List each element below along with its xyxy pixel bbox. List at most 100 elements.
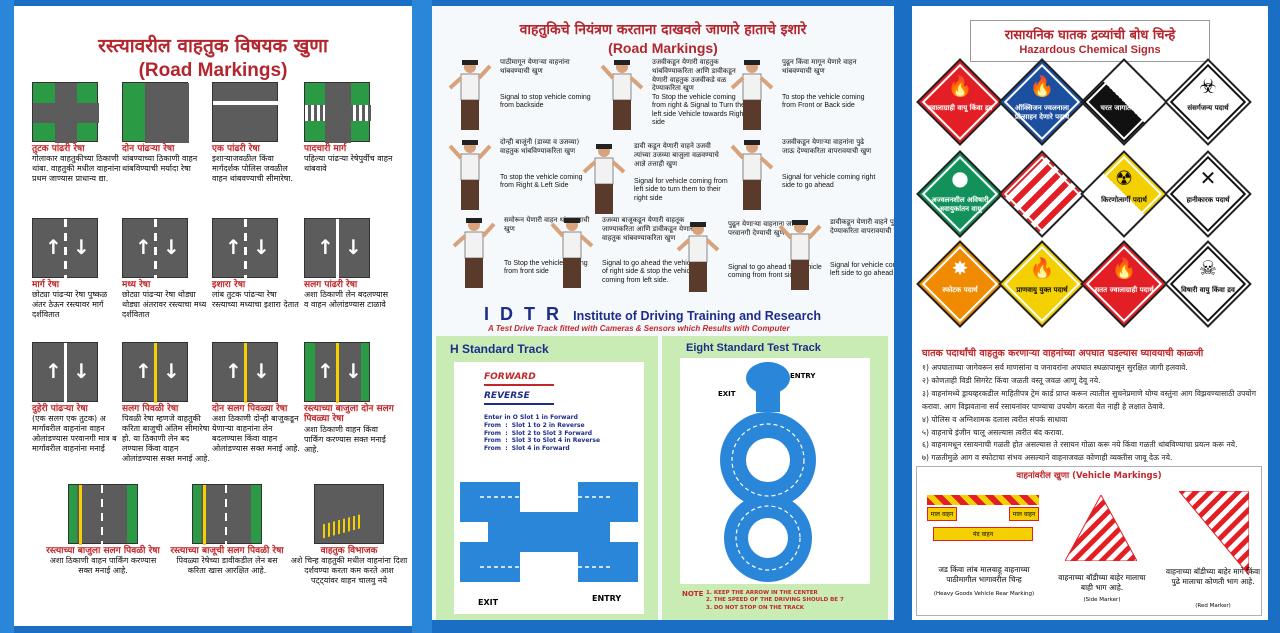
road-marking-illustration bbox=[192, 484, 262, 545]
hand-signal-item: डावी कडून येणारी वाहने उजवी त्यांच्या उज… bbox=[582, 142, 732, 218]
hazard-sign: 🔥ज्वालाग्राही वायू किंवा द्रव bbox=[916, 58, 1004, 146]
hazard-symbol-icon: 🔥 bbox=[1029, 74, 1055, 98]
poster-title-hindi: रस्त्यावरील वाहतुक विषयक खुणा bbox=[98, 35, 328, 57]
hazard-sign-label: प्राणवायु युक्त पदार्थ bbox=[1016, 286, 1068, 294]
hand-signal-item: समोरून येणारी वाहन थांबवण्याची खुण To Sto… bbox=[452, 216, 589, 292]
idtr-banner: I D T R Institute of Driving Training an… bbox=[484, 304, 884, 325]
road-marking-description: इशाऱ्याजवळील किंवा मार्गदर्शक पोलिस जवळी… bbox=[212, 154, 294, 184]
road-marking-illustration: ↑↓ bbox=[304, 218, 370, 279]
road-marking-item: दोन पांढऱ्या रेषाथांबण्याच्या ठिकाणी वाह… bbox=[122, 82, 212, 174]
hazard-symbol-icon: 🔥 bbox=[1111, 256, 1137, 280]
eight-track-title: Eight Standard Test Track bbox=[686, 342, 821, 354]
road-marking-description: अशा ठिकाणी दोन्ही बाजुकडून येणाऱ्या वाहन… bbox=[212, 414, 300, 454]
hazard-diamond bbox=[998, 150, 1086, 238]
poster-title-hindi: रासायनिक घातक द्रव्यांची बोध चिन्हे bbox=[1004, 28, 1176, 43]
road-marking-item: ↑↓सलग पांढरी रेषाअशा ठिकाणी लेन बदलण्यास… bbox=[304, 218, 394, 310]
road-marking-caption: एक पांढरी रेषा bbox=[212, 144, 260, 154]
hand-signal-text-hindi: डावीकडून येणारी वाहने पुढे जाऊ देण्याकरि… bbox=[830, 218, 894, 235]
road-marking-illustration bbox=[304, 82, 371, 143]
h-track-instruction-line: Enter in O Slot 1 in Forward bbox=[484, 414, 578, 421]
hazard-sign-label: ऑक्सिजन ज्वलनाला प्रोत्साहन देणारे पदार्… bbox=[1014, 104, 1070, 121]
hazard-sign: 🔥 ऑक्सिजन ज्वलनाला प्रोत्साहन देणारे पदार… bbox=[998, 58, 1086, 146]
road-marking-illustration bbox=[314, 484, 384, 544]
traffic-police-figure bbox=[730, 60, 774, 130]
road-marking-caption: रस्त्याच्या बाजूची सलग पिवळी रेषा bbox=[170, 546, 284, 556]
care-point: ५) वाहनाचे इंजीन चालू असल्यास त्वरीत बंद… bbox=[922, 427, 1064, 437]
hand-signals-poster: वाहतुकिचे नियंत्रण करताना दाखवले जाणारे … bbox=[432, 6, 894, 620]
road-marking-description: अशे चिन्ह वाहतुकी मधील वाहनांना दिशा दर्… bbox=[290, 556, 408, 586]
hand-signal-item: पुढून किंवा मागून येणारे वाहन थांबवण्याच… bbox=[730, 58, 880, 134]
hand-signal-text-english: Signal to go ahead the vehicle of right … bbox=[602, 260, 696, 284]
hazard-symbol-icon: 🔥 bbox=[947, 74, 973, 98]
road-marking-description: पहिल्या पांढऱ्या रेषेपुर्वीच वाहन थांबवा… bbox=[304, 154, 393, 174]
hand-signal-text-english: Signal to stop vehicle coming from backs… bbox=[500, 94, 591, 110]
h-track-panel: H Standard Track FORWARD REVERSE Enter i… bbox=[436, 336, 658, 620]
hazard-symbol-icon: ☣ bbox=[1199, 74, 1217, 98]
road-marking-description: (एक सलग एक तुटक) अ मार्गावरील वाहनांना व… bbox=[32, 414, 117, 454]
hazard-sign-label: किरणोत्सर्गी पदार्थ bbox=[1101, 196, 1147, 204]
hazard-sign: ●अज्वलनशील अविषारी अवायुकांतन वायू bbox=[916, 150, 1004, 238]
hand-signal-text-hindi: पुढून किंवा मागून येणारे वाहन थांबवण्याच… bbox=[782, 58, 857, 75]
road-marking-illustration: ↑↓ bbox=[212, 218, 278, 279]
red-marker-caption: वाहनाच्या बॉडीच्या बाहेर मागे किंवा पुढे… bbox=[1165, 567, 1261, 586]
hazard-sign: ✸ स्फोटक पदार्थ bbox=[916, 240, 1004, 328]
road-marking-illustration: ↑↓ bbox=[304, 342, 370, 403]
road-marking-description: अशा ठिकाणी वाहन पार्किंग करण्यास सक्त मन… bbox=[49, 556, 157, 576]
h-track-instruction-line: From : Slot 2 to Slot 3 Forward bbox=[484, 429, 593, 437]
road-marking-description: अशा ठिकाणी वाहन किंवा पार्किंग करण्यास स… bbox=[304, 424, 386, 454]
h-track-instruction-line: From : Slot 1 to 2 in Reverse bbox=[484, 421, 585, 429]
road-marking-description: लांब तुटक पांढऱ्या रेषा रस्त्याच्या मध्य… bbox=[212, 290, 299, 310]
eight-track-shape bbox=[720, 362, 816, 582]
background-stripe bbox=[412, 0, 432, 633]
h-track-title: H Standard Track bbox=[450, 342, 549, 356]
care-title: घातक पदार्थांची वाहतुक करणाऱ्या वाहनांच्… bbox=[922, 348, 1204, 359]
road-marking-caption: तुटक पांढरी रेषा bbox=[32, 144, 85, 154]
road-marking-description: छोट्या पांढऱ्या रेषा पुष्कळ अंतर ठेऊन रस… bbox=[32, 290, 108, 320]
road-marking-caption: सलग पिवळी रेषा bbox=[122, 404, 179, 414]
forward-arrow bbox=[484, 384, 554, 386]
road-marking-caption: रस्त्याच्या बाजुला दोन सलग पिवळ्या रेषा bbox=[304, 404, 394, 425]
track-note-line: 1. KEEP THE ARROW IN THE CENTER bbox=[706, 590, 818, 596]
road-marking-item: तुटक पांढरी रेषागोलाकार वाहतुकीच्या ठिका… bbox=[32, 82, 122, 184]
care-point: ६) वाहनामधून रसायनाची गळती होत असल्यास त… bbox=[922, 440, 1238, 450]
road-marking-description: थांबण्याच्या ठिकाणी वाहन थांबविण्याची मर… bbox=[122, 154, 198, 174]
hazard-diamond bbox=[1080, 58, 1168, 146]
hazard-sign-label: सतत ज्वालाग्राही पदार्थ bbox=[1094, 286, 1154, 294]
hazard-sign: ☣ संसर्गजन्य पदार्थ bbox=[1164, 58, 1252, 146]
traffic-police-figure bbox=[778, 220, 822, 290]
road-marking-description: पिवळ्या रेषेच्या डावीकडील लेन बस करिता ख… bbox=[176, 556, 278, 576]
hand-signal-text-english: Signal for vehicle coming from left side… bbox=[634, 178, 728, 202]
care-list: १) अपघाताच्या जागेवरून सर्व माणसांना व ज… bbox=[922, 362, 1262, 465]
rear-marking-plate: माल वाहन माल वाहन मंद वाहन bbox=[927, 495, 1039, 547]
hand-signal-text-english: To Stop the vehicle coming from front si… bbox=[504, 260, 588, 276]
h-track-exit-label: EXIT bbox=[478, 598, 499, 607]
hand-signal-text-hindi: उजव्या बाजूकडून येणारी वाहतूक जाण्याकरित… bbox=[602, 216, 695, 242]
road-marking-illustration bbox=[68, 484, 138, 545]
road-marking-illustration: ↑↓ bbox=[212, 342, 278, 403]
hazard-sign: 🔥प्राणवायु युक्त पदार्थ bbox=[998, 240, 1086, 328]
road-marking-description: गोलाकार वाहतुकीच्या ठिकाणी थांबा. वाहतुक… bbox=[32, 154, 121, 184]
eight-track-panel: Eight Standard Test Track ENTRY EXIT NOT… bbox=[662, 336, 888, 620]
eight-track-entry-label: ENTRY bbox=[790, 372, 816, 380]
road-marking-caption: दोन पांढऱ्या रेषा bbox=[122, 144, 175, 154]
hand-signal-text-english: To stop the vehicle coming from Right & … bbox=[500, 174, 583, 190]
road-marking-item: ↑↓सलग पिवळी रेषापिवळी रेषा म्हणजे वाहतुक… bbox=[122, 342, 212, 464]
hazard-diamond bbox=[916, 150, 1004, 238]
poster-title-hindi: वाहतुकिचे नियंत्रण करताना दाखवले जाणारे … bbox=[519, 22, 807, 38]
hand-signal-text-hindi: डावी कडून येणारी वाहने उजवी त्यांच्या उज… bbox=[634, 142, 719, 168]
plate-label-right: माल वाहन bbox=[1009, 507, 1039, 521]
hand-signal-text-hindi: समोरून येणारी वाहन थांबवण्याची खुण bbox=[504, 216, 590, 233]
hazard-sign-label: स्फोटक पदार्थ bbox=[942, 286, 978, 294]
hand-signal-item: उजवीकडून येणारी वाहतुक थांबविण्याकरिता आ… bbox=[600, 58, 750, 134]
care-point: ३) वाहनांमध्ये ड्रायव्हरकडील माहितीपत्र … bbox=[922, 388, 1256, 411]
hazard-diamond bbox=[1164, 58, 1252, 146]
hazard-symbol-icon: ✸ bbox=[951, 256, 969, 280]
care-point: १) अपघाताच्या जागेवरून सर्व माणसांना व ज… bbox=[922, 363, 1188, 372]
hazard-sign-label: संसर्गजन्य पदार्थ bbox=[1187, 104, 1229, 112]
road-marking-illustration bbox=[32, 82, 99, 143]
reverse-label: REVERSE bbox=[484, 391, 530, 401]
traffic-police-figure bbox=[676, 222, 720, 292]
